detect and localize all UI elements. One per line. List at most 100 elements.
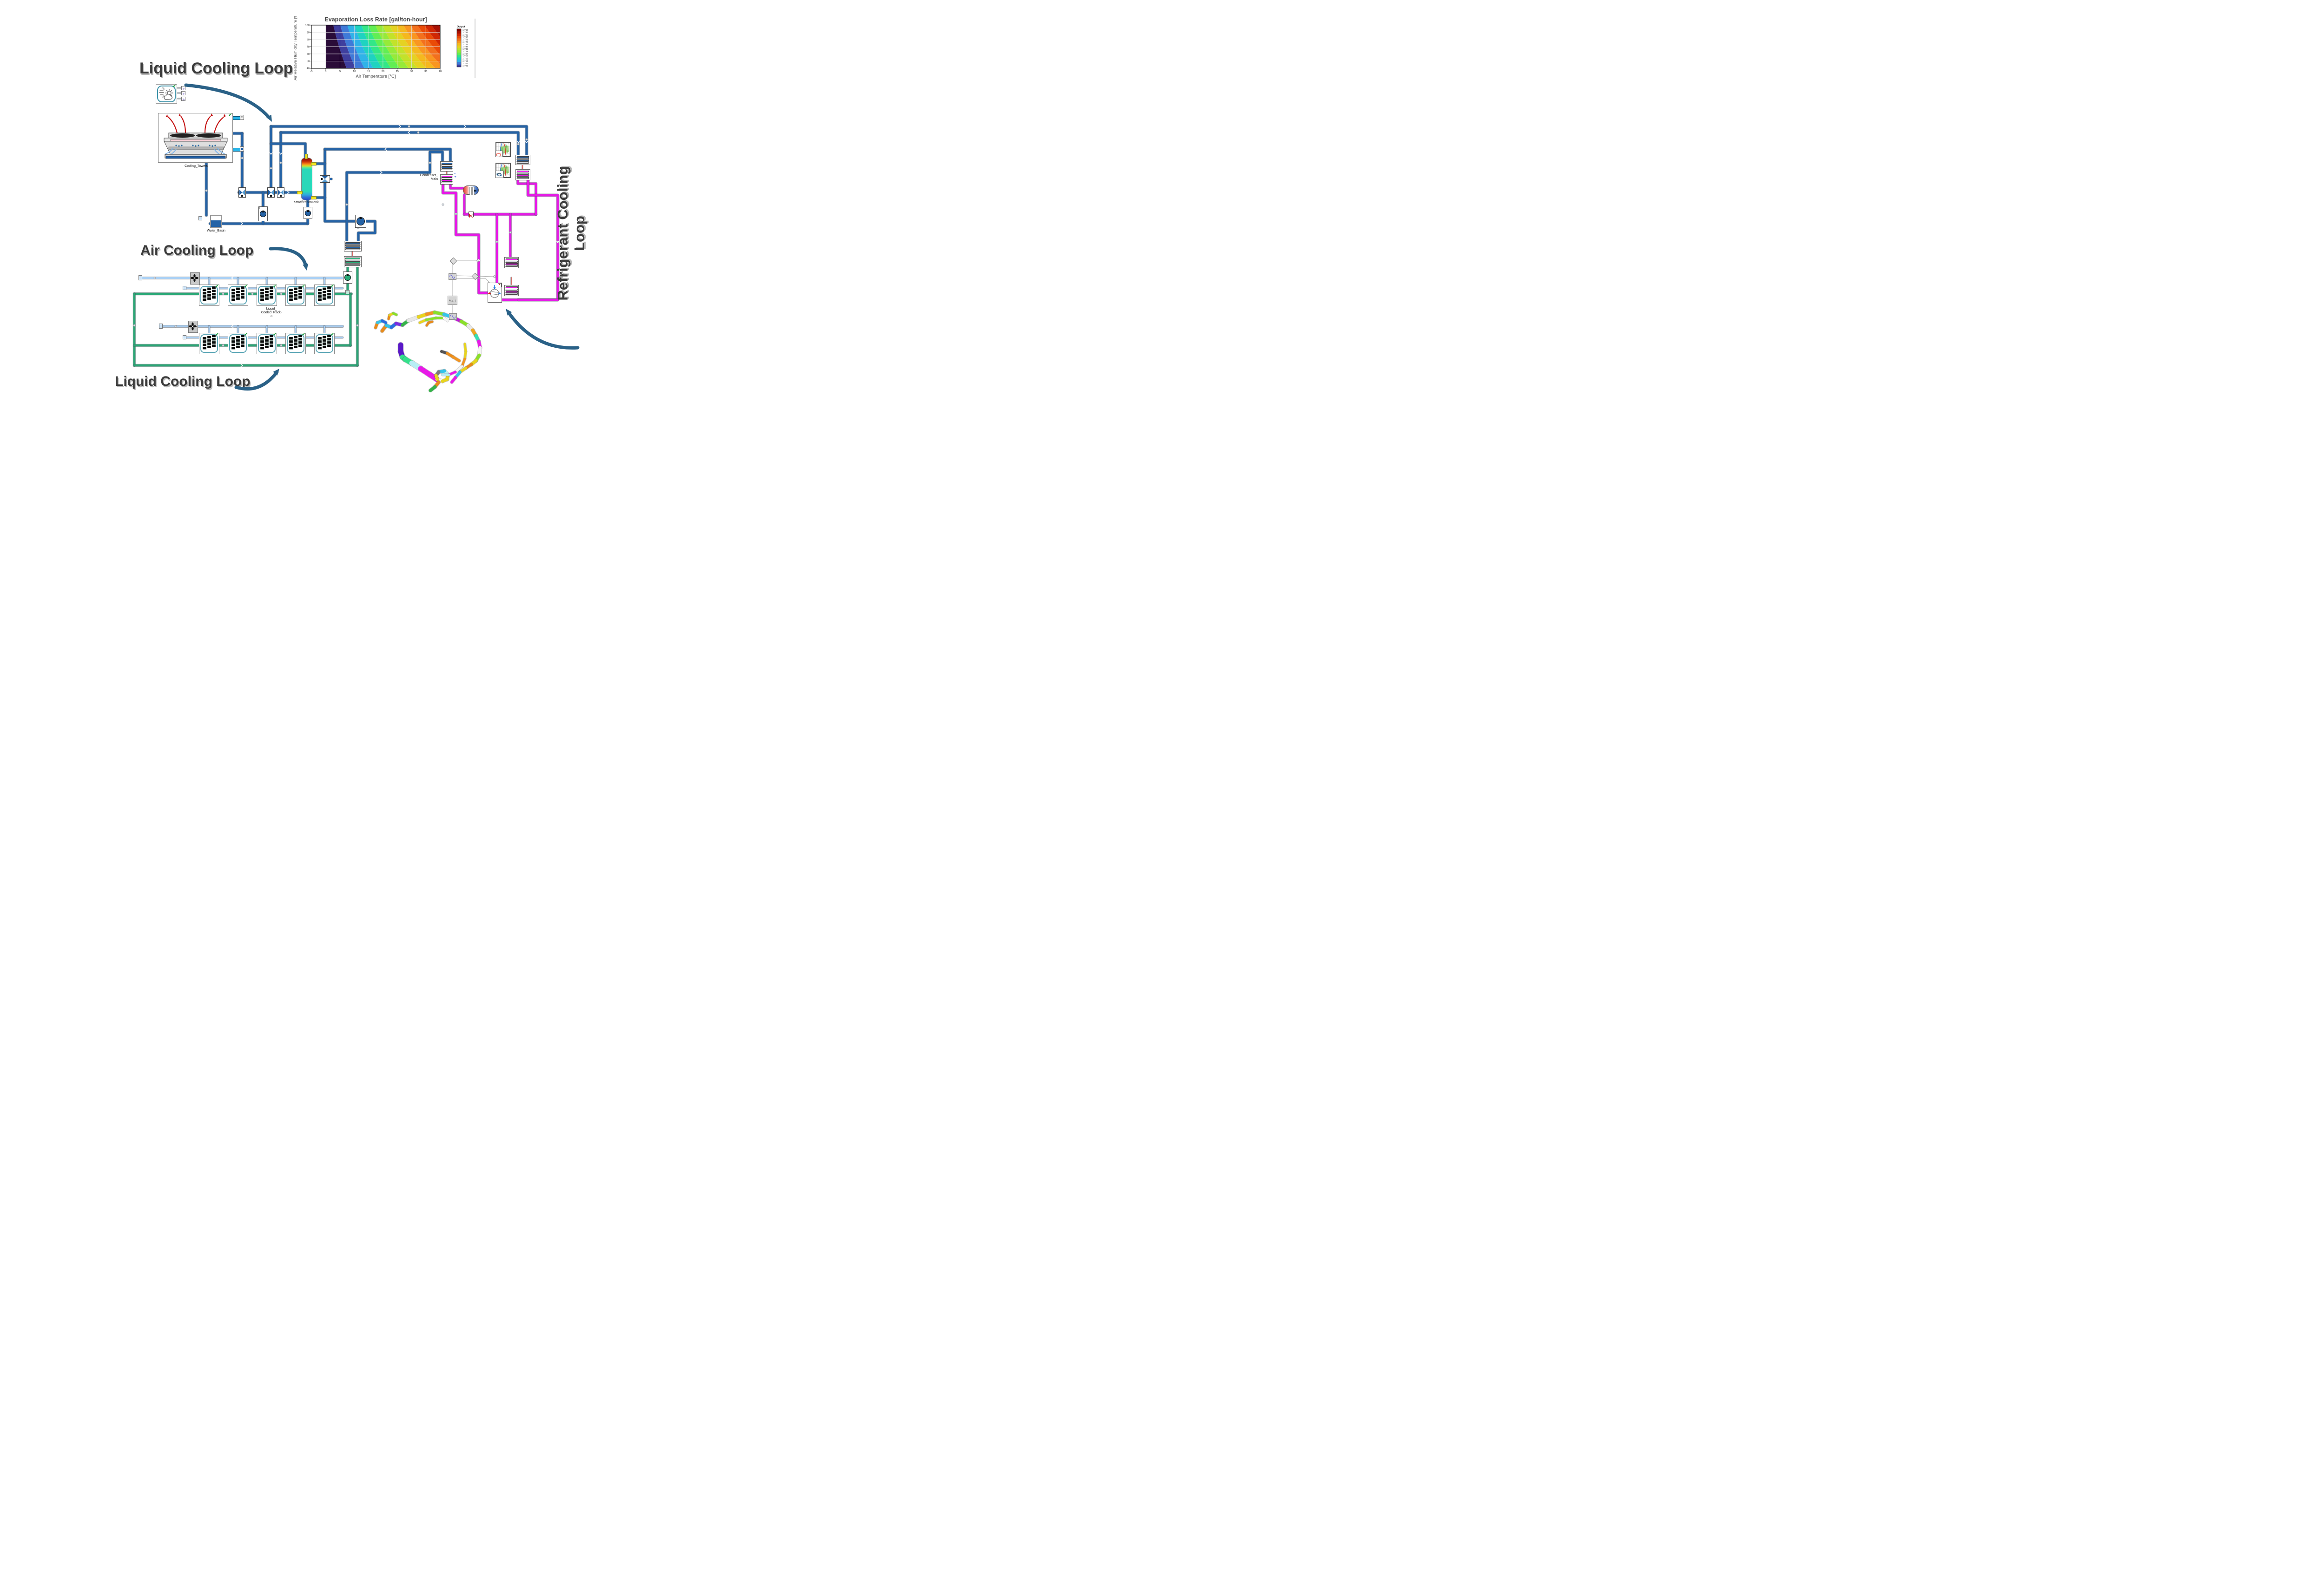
signal-line <box>477 276 494 277</box>
expansion-valve[interactable] <box>469 212 474 218</box>
right-refrigerant-hx[interactable] <box>515 169 530 180</box>
pipe-3d-segment <box>429 385 437 392</box>
tower-air-inlet-connector[interactable] <box>240 146 244 152</box>
stratification-tank[interactable] <box>301 158 312 200</box>
refrigerant-accumulator[interactable] <box>463 185 479 195</box>
liquid-cooled-rack-row2-1[interactable]: ✔ <box>199 332 219 354</box>
air-loop-label: Air Cooling Loop <box>140 243 254 258</box>
psychrometric-chart-block-1[interactable] <box>495 142 511 157</box>
liquid-cooled-rack-row2-4[interactable]: ✔ <box>285 332 306 354</box>
condenser-water-hx[interactable] <box>440 161 453 172</box>
connector-dot <box>270 167 272 170</box>
liquid-cooled-rack-row1-1[interactable]: ✔ <box>199 284 219 306</box>
liquid-cooled-rack-row1-2[interactable]: ✔ <box>228 284 248 306</box>
svg-text:60: 60 <box>307 53 310 56</box>
liquid-cooled-rack-row2-3[interactable]: ✔ <box>257 332 277 354</box>
liquid-cooled-rack-row1-3[interactable]: ✔ <box>257 284 277 306</box>
liquid-loop-top-label: Liquid Cooling Loop <box>139 60 293 77</box>
connector-dot <box>417 131 420 134</box>
evaporator-hx-2[interactable] <box>504 285 519 297</box>
water-basin-label: Water_Basin <box>207 229 225 232</box>
basin-pump[interactable]: F <box>258 206 268 221</box>
right-water-hx[interactable] <box>515 155 530 165</box>
psychrometric-chart-block-2[interactable]: INIT <box>495 163 511 178</box>
air-fan-row1[interactable] <box>190 272 200 285</box>
condenser-refrigerant-hx[interactable] <box>440 174 453 185</box>
cdu-pump[interactable] <box>355 215 366 228</box>
fxy-function-block[interactable]: f(x,y,...) <box>448 296 457 305</box>
pipe-segment <box>449 183 464 190</box>
coolant-pump[interactable] <box>343 271 352 284</box>
connector-dot <box>455 212 457 215</box>
basin-expansion-port[interactable] <box>198 216 202 220</box>
air-branch-row1[interactable] <box>183 286 186 290</box>
connector-dot <box>174 325 177 328</box>
air-fan-row2[interactable] <box>188 321 198 333</box>
svg-text:1.764: 1.764 <box>462 31 468 34</box>
cdu-water-hx[interactable] <box>344 241 362 252</box>
cdu-coolant-hx[interactable] <box>344 256 362 267</box>
weather-output-port[interactable] <box>181 97 185 101</box>
pipe-3d-segment <box>450 376 457 384</box>
rack-label: Liquid_Cooled_Rack-3 <box>261 307 282 318</box>
connector-dot <box>495 240 498 243</box>
pipe-3d-segment <box>392 312 398 316</box>
tower-air-outlet-connector[interactable]: ↥ <box>240 115 244 120</box>
connector-dot <box>222 292 224 295</box>
pipe-3d-segment <box>425 317 437 321</box>
liquid-cooled-rack-row1-5[interactable]: ✔ <box>314 284 335 306</box>
pipe-3d-segment <box>463 343 467 353</box>
coolant-junction-box[interactable] <box>345 290 350 294</box>
cooling-tower-component[interactable]: ✔ <box>158 113 233 163</box>
refrigerant-discharge-pipe <box>442 183 489 294</box>
pipe-segment <box>357 220 376 243</box>
svg-text:1.733: 1.733 <box>462 48 468 51</box>
connector-dot <box>509 231 512 234</box>
tank-pump[interactable] <box>304 207 312 219</box>
liquid-supply-pipe <box>270 125 528 157</box>
connector-dot <box>153 277 156 279</box>
liquid-cooled-rack-row2-5[interactable]: ✔ <box>314 332 335 354</box>
pipe-segment <box>324 148 452 163</box>
svg-text:-5: -5 <box>310 70 313 73</box>
svg-text:1.702: 1.702 <box>462 65 468 67</box>
air-inlet-row1[interactable] <box>139 275 142 280</box>
tower-three-way-valve-2[interactable] <box>277 187 284 198</box>
connector-dot <box>241 157 244 159</box>
pipe-3d-segment <box>448 371 457 376</box>
svg-text:20: 20 <box>382 70 384 73</box>
svg-text:1.711: 1.711 <box>462 60 468 63</box>
liquid-cooled-rack-row2-2[interactable]: ✔ <box>228 332 248 354</box>
basin-three-way-valve[interactable] <box>238 187 246 198</box>
tank-bypass-valve[interactable] <box>320 175 330 183</box>
liquid-cooled-rack-row1-4[interactable]: ✔ <box>285 284 306 306</box>
svg-text:1.755: 1.755 <box>462 36 468 39</box>
svg-text:1.742: 1.742 <box>462 43 468 46</box>
weather-boundary-block[interactable]: ✔ <box>156 84 177 104</box>
connector-dot <box>408 125 410 128</box>
compressor-block[interactable] <box>488 283 502 303</box>
pipe-3d-segment <box>427 320 434 324</box>
weather-output-port[interactable] <box>181 91 185 95</box>
svg-text:40: 40 <box>439 70 442 73</box>
air-branch-row2[interactable] <box>183 335 186 339</box>
water-basin-component[interactable] <box>210 215 222 228</box>
svg-text:70: 70 <box>307 46 310 49</box>
cooling-tower-label: Cooling_Towers <box>185 165 208 168</box>
evaporator-hx-1[interactable] <box>504 257 519 269</box>
weather-output-port[interactable] <box>181 86 185 90</box>
liquid-loop-bottom-label: Liquid Cooling Loop <box>115 374 251 389</box>
svg-text:1.724: 1.724 <box>462 53 468 55</box>
sine-source-block-1[interactable] <box>449 273 456 280</box>
tank-port-right-top <box>311 162 317 166</box>
tower-three-way-valve-1[interactable] <box>267 187 275 198</box>
condenser-signal-icon: ≈➔ <box>454 172 457 179</box>
connector-dot <box>429 161 431 164</box>
sine-source-block-2[interactable] <box>449 313 457 320</box>
svg-text:1.768: 1.768 <box>462 29 468 32</box>
air-inlet-row2[interactable] <box>159 324 163 329</box>
svg-text:1.746: 1.746 <box>462 41 468 44</box>
pipe-3d-segment <box>461 357 466 368</box>
